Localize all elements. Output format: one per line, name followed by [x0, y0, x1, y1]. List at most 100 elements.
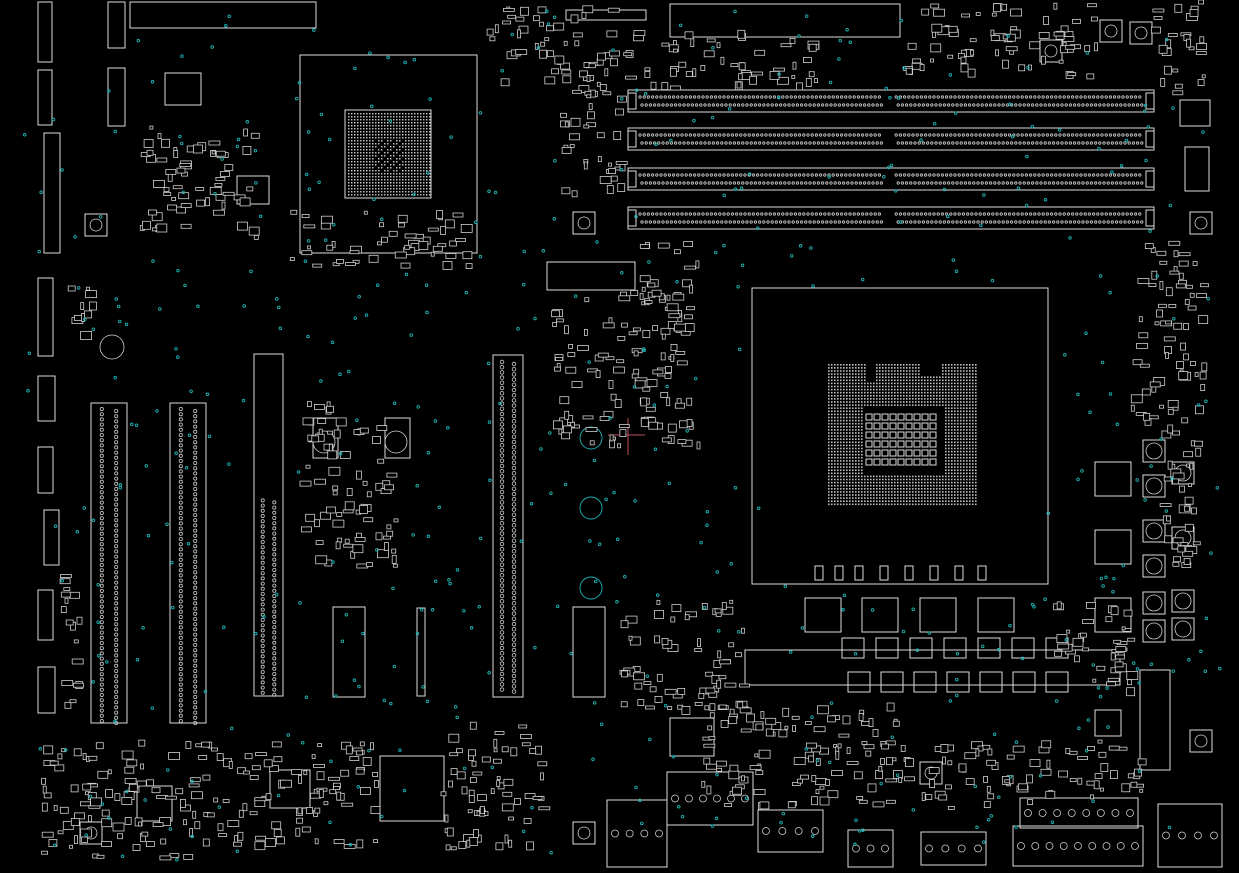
- smd-part: [202, 838, 210, 847]
- pcie-pin: [99, 521, 104, 526]
- dimm-pin: [982, 173, 987, 177]
- chipset-ball: [411, 179, 413, 181]
- cpu-pin: [954, 422, 956, 425]
- cpu-pin: [906, 478, 908, 481]
- chipset-ball: [429, 143, 431, 145]
- cpu-pin: [945, 388, 947, 391]
- cpu-pin: [840, 453, 842, 456]
- cpu-pin: [936, 376, 938, 378]
- cpu-socket[interactable]: [751, 287, 1049, 585]
- smd-part: [445, 253, 457, 259]
- dimm-pin: [697, 95, 701, 99]
- chipset-ball: [378, 176, 380, 178]
- cpu-pin: [855, 419, 857, 422]
- atx-pin: [499, 510, 505, 515]
- smd-part: [817, 705, 829, 715]
- cpu-pin: [855, 388, 857, 391]
- cpu-pin: [933, 404, 935, 406]
- cpu-pin: [930, 401, 932, 403]
- smd-part: [1138, 332, 1149, 339]
- cpu-pin: [963, 438, 965, 440]
- smd-part: [1006, 754, 1015, 760]
- cpu-pin: [903, 401, 905, 403]
- dimm-pin: [638, 95, 642, 99]
- cpu-pin: [939, 376, 941, 378]
- pcie-pin: [114, 689, 119, 694]
- dimm-pin: [974, 212, 978, 216]
- cpu-pin: [903, 500, 905, 502]
- smd-part: [644, 300, 653, 304]
- dimm-pin: [781, 212, 785, 216]
- chipset-ball: [417, 122, 419, 124]
- chipset-bga[interactable]: [299, 54, 478, 254]
- smd-part: [572, 32, 583, 38]
- chipset-ball: [429, 164, 431, 166]
- dimm-slots[interactable]: [627, 89, 1155, 230]
- smd-part: [1029, 759, 1041, 767]
- chipset-ball: [423, 131, 425, 133]
- pcie-pin: [114, 596, 119, 601]
- cpu-pin: [834, 385, 836, 388]
- cpu-pin: [960, 481, 962, 484]
- chipset-ball: [420, 113, 422, 115]
- cpu-pin: [834, 413, 836, 416]
- dimm-pin: [1018, 181, 1022, 185]
- chipset-ball: [390, 176, 392, 178]
- dimm-pin: [1129, 95, 1134, 99]
- atx-pin: [499, 401, 505, 406]
- cpu-pin: [951, 457, 953, 459]
- cpu-pin: [969, 373, 971, 375]
- cpu-pin: [840, 376, 842, 378]
- chipset-ball: [408, 170, 410, 172]
- cpu-pin: [960, 432, 962, 434]
- chipset-ball: [402, 122, 404, 124]
- cpu-pin: [924, 388, 926, 391]
- cpu-pin: [852, 460, 854, 462]
- smd-part: [597, 52, 606, 61]
- dimm-pin: [982, 95, 987, 99]
- dimm-pin: [652, 220, 657, 224]
- cpu-pin: [948, 460, 950, 462]
- cpu-pin: [957, 401, 959, 403]
- dimm-pin: [1031, 181, 1035, 185]
- smd-part: [1165, 287, 1173, 297]
- cpu-pin: [849, 426, 851, 428]
- cpu-pin: [909, 391, 911, 394]
- cpu-pin: [846, 481, 848, 484]
- cpu-pin: [903, 385, 905, 388]
- chipset-ball: [402, 113, 404, 115]
- dimm-pin: [1081, 181, 1085, 185]
- cpu-pin: [909, 488, 911, 490]
- rear-io-ports[interactable]: [606, 771, 1223, 868]
- dimm-pin: [661, 220, 665, 224]
- chipset-ball: [366, 164, 368, 166]
- cpu-pin: [969, 422, 971, 425]
- pcie-pin: [178, 656, 183, 661]
- cpu-pin: [903, 364, 905, 366]
- cpu-pin: [969, 401, 971, 403]
- smd-part: [61, 748, 66, 753]
- dimm-pin: [778, 181, 783, 185]
- cpu-pin: [846, 435, 848, 437]
- chipset-ball: [429, 158, 431, 160]
- chipset-ball: [396, 140, 398, 142]
- dimm-pin: [978, 133, 982, 137]
- cpu-pin: [891, 484, 893, 487]
- cpu-pin: [828, 401, 830, 403]
- cpu-pin: [840, 481, 842, 484]
- smd-part: [218, 833, 228, 837]
- pcie-pin: [114, 700, 119, 705]
- cpu-pin: [963, 460, 965, 462]
- smd-part: [404, 244, 411, 250]
- smd-part: [667, 423, 677, 433]
- dimm-pin: [776, 173, 781, 177]
- cpu-pin: [924, 481, 926, 484]
- smd-part: [665, 366, 672, 374]
- smd-part: [41, 777, 46, 785]
- smd-part: [633, 368, 640, 375]
- atx-power-connector[interactable]: [492, 354, 524, 698]
- cpu-pin: [858, 429, 860, 431]
- cpu-pin: [966, 432, 968, 434]
- pcie-slots[interactable]: [90, 353, 284, 726]
- smd-part: [141, 831, 149, 837]
